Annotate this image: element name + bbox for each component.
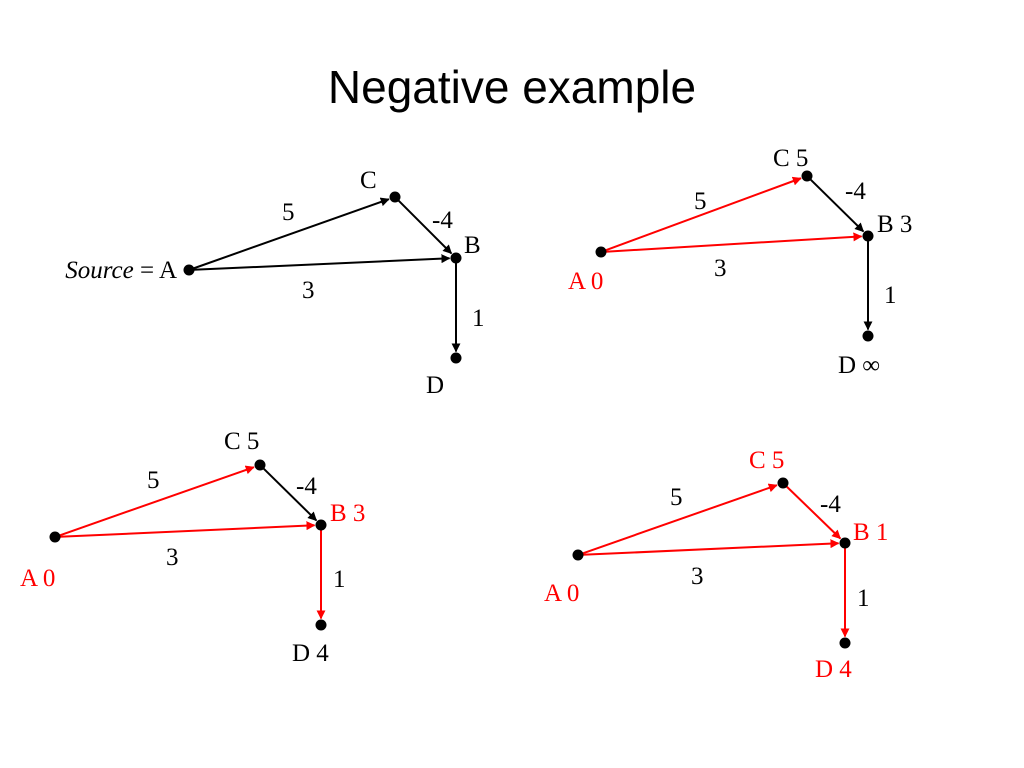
graph-panel-4: 5 3 -4 1 A 0 C 5 B 1 D 4 — [544, 447, 888, 683]
node-label-c: C 5 — [224, 428, 259, 455]
node-label-c: C 5 — [773, 145, 808, 172]
node-a — [49, 531, 61, 543]
edge-weight-a-b: 3 — [166, 544, 179, 571]
edge-weight-a-c: 5 — [670, 484, 683, 511]
node-label-a: A 0 — [544, 580, 579, 607]
node-a — [572, 549, 584, 561]
edge-weight-b-d: 1 — [472, 305, 485, 332]
node-label-d: D ∞ — [838, 352, 880, 379]
node-a — [183, 264, 195, 276]
node-b — [315, 519, 327, 531]
node-label-b: B — [464, 232, 481, 259]
edge-a-b — [193, 254, 451, 271]
node-c — [801, 170, 813, 182]
edge-weight-b-d: 1 — [884, 282, 897, 309]
node-label-c: C — [360, 167, 377, 194]
node-label-a: Source = A — [65, 257, 177, 284]
edge-c-b — [397, 199, 453, 255]
node-a — [595, 246, 607, 258]
node-label-c: C 5 — [749, 447, 784, 474]
edge-c-b — [262, 467, 318, 522]
node-b — [862, 230, 874, 242]
node-d — [315, 619, 327, 631]
edge-c-b — [785, 485, 842, 540]
edge-weight-c-b: -4 — [296, 473, 317, 500]
edge-weight-c-b: -4 — [845, 178, 866, 205]
edge-a-c — [604, 176, 802, 252]
edge-a-b — [605, 232, 863, 253]
node-label-d: D — [426, 372, 444, 399]
edge-weight-b-d: 1 — [333, 566, 346, 593]
edge-weight-b-d: 1 — [857, 585, 870, 612]
node-label-d: D 4 — [292, 640, 329, 667]
node-b — [839, 537, 851, 549]
graph-panel-3: 5 3 -4 1 A 0 C 5 B 3 D 4 — [20, 428, 365, 667]
edge-a-c — [58, 465, 255, 537]
node-label-b: B 3 — [330, 500, 365, 527]
graph-panel-2: 5 3 -4 1 A 0 C 5 B 3 D ∞ — [568, 145, 912, 379]
edge-weight-a-c: 5 — [694, 188, 707, 215]
edge-weight-c-b: -4 — [432, 207, 453, 234]
edge-a-c — [192, 197, 390, 270]
node-c — [254, 459, 266, 471]
node-label-b: B 1 — [853, 519, 888, 546]
node-c — [777, 477, 789, 489]
node-b — [450, 252, 462, 264]
edge-weight-a-c: 5 — [147, 467, 160, 494]
edge-a-b — [59, 521, 316, 538]
node-label-a: A 0 — [568, 268, 603, 295]
edge-weight-a-b: 3 — [302, 277, 315, 304]
edge-a-c — [581, 483, 778, 555]
slide-title: Negative example — [327, 61, 697, 113]
edge-c-b — [809, 178, 865, 233]
node-label-a: A 0 — [20, 565, 55, 592]
graph-panel-1: 5 3 -4 1 Source = A C B D — [65, 167, 484, 399]
node-label-b: B 3 — [877, 211, 912, 238]
edge-weight-a-c: 5 — [282, 199, 295, 226]
edge-a-b — [582, 539, 840, 556]
edge-weight-a-b: 3 — [714, 255, 727, 282]
node-label-d: D 4 — [815, 656, 852, 683]
edge-weight-c-b: -4 — [820, 491, 841, 518]
node-d — [862, 330, 874, 342]
edge-weight-a-b: 3 — [691, 563, 704, 590]
node-d — [839, 637, 851, 649]
node-d — [450, 352, 462, 364]
node-c — [389, 191, 401, 203]
